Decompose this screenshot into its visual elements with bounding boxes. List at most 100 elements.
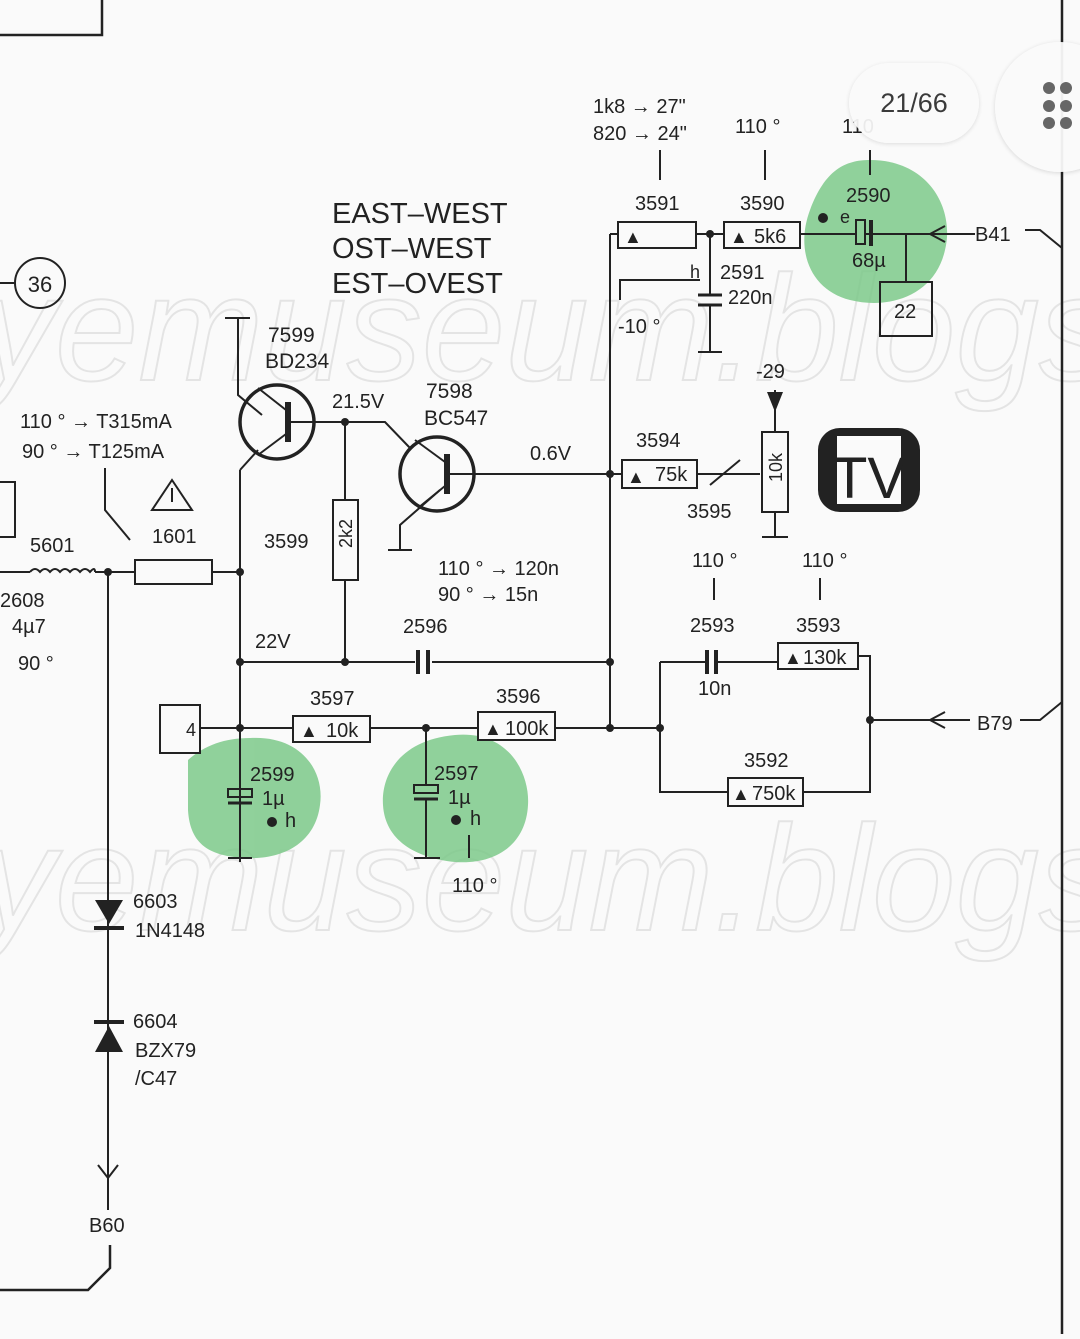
svg-text:2599: 2599 — [250, 764, 295, 786]
svg-text:OST–WEST: OST–WEST — [332, 233, 492, 265]
svg-text:B60: B60 — [89, 1215, 125, 1237]
coil-5601: 5601 — [29, 535, 96, 574]
resistor-3596: ▲ 100k 3596 — [477, 686, 556, 741]
connector-b60: B60 — [89, 1164, 125, 1237]
resistor-3594: ▲ 75k 3594 — [621, 430, 698, 489]
svg-text:68µ: 68µ — [852, 250, 886, 272]
svg-text:90 ° → 15n: 90 ° → 15n — [438, 584, 538, 606]
connector-b41: B41 — [929, 224, 1011, 246]
drag-handle-icon — [1043, 82, 1073, 132]
note-3593: 110 ° — [802, 550, 847, 572]
resistor-3597: ▲ 10k 3597 — [292, 688, 371, 743]
svg-text:TV: TV — [832, 446, 906, 511]
svg-text:EAST–WEST: EAST–WEST — [332, 198, 508, 230]
svg-text:75k: 75k — [655, 464, 688, 486]
circuit-title: EAST–WEST OST–WEST EST–OVEST — [332, 198, 508, 300]
svg-text:7598: 7598 — [426, 380, 473, 403]
top-notes: 1k8 → 27" 820 → 24" 110 ° 110 — [593, 96, 874, 145]
svg-text:2596: 2596 — [403, 616, 448, 638]
svg-text:▲: ▲ — [627, 467, 645, 487]
svg-text:3595: 3595 — [687, 501, 732, 523]
svg-text:1k8 → 27": 1k8 → 27" — [593, 96, 686, 118]
svg-text:10k: 10k — [326, 720, 359, 742]
svg-text:▲: ▲ — [730, 227, 748, 247]
svg-text:100k: 100k — [505, 718, 549, 740]
svg-text:820 → 24": 820 → 24" — [593, 123, 687, 145]
svg-text:h: h — [470, 808, 481, 830]
partial-box — [0, 481, 16, 538]
svg-text:3590: 3590 — [740, 193, 785, 215]
capacitor-2599: 2599 1µ h — [227, 764, 296, 832]
svg-text:3599: 3599 — [264, 531, 309, 553]
svg-text:110 °: 110 ° — [452, 875, 497, 897]
diode-6603: 6603 1N4148 — [94, 891, 205, 942]
svg-text:h: h — [285, 810, 296, 832]
svg-text:3593: 3593 — [796, 615, 841, 637]
svg-text:130k: 130k — [803, 647, 847, 669]
svg-text:3597: 3597 — [310, 688, 355, 710]
svg-text:▲: ▲ — [624, 227, 642, 247]
svg-text:7599: 7599 — [268, 324, 315, 347]
svg-text:3594: 3594 — [636, 430, 681, 452]
fast-scroll-handle[interactable] — [995, 42, 1080, 172]
svg-text:1µ: 1µ — [262, 788, 285, 810]
svg-text:6604: 6604 — [133, 1011, 178, 1033]
box-22: 22 — [879, 281, 933, 337]
capacitor-2590: 2590 68µ e — [818, 185, 891, 272]
svg-text:4µ7: 4µ7 — [12, 616, 46, 638]
svg-text:3592: 3592 — [744, 750, 789, 772]
capacitor-2591: 2591 220n h -10 ° — [618, 262, 773, 338]
svg-text:110 °: 110 ° — [735, 116, 780, 138]
voltage-22v: 22V — [255, 631, 291, 653]
svg-text:1601: 1601 — [152, 526, 197, 548]
warning-icon — [150, 478, 194, 511]
resistor-3591: ▲ 3591 — [617, 193, 697, 249]
svg-text:2590: 2590 — [846, 185, 891, 207]
svg-text:EST–OVEST: EST–OVEST — [332, 268, 503, 300]
capacitor-2593: 2593 10n — [690, 615, 735, 700]
connector-b79: B79 — [929, 711, 1013, 735]
resistor-3590: ▲ 5k6 3590 — [723, 193, 801, 249]
box-4: 4 — [159, 704, 201, 754]
svg-text:2591: 2591 — [720, 262, 765, 284]
page-counter[interactable]: 21/66 — [849, 63, 979, 143]
svg-text:2593: 2593 — [690, 615, 735, 637]
svg-text:10n: 10n — [698, 678, 731, 700]
svg-text:90 °: 90 ° — [18, 653, 54, 675]
svg-text:5k6: 5k6 — [754, 226, 786, 248]
watermark-line-2: yemuseum.blogspot.c — [0, 794, 1080, 962]
svg-text:220n: 220n — [728, 287, 773, 309]
highlights — [188, 160, 948, 863]
resistor-3599: 3599 2k2 — [264, 499, 359, 581]
svg-text:4: 4 — [186, 720, 196, 740]
transistor-7598: 7598 BC547 — [398, 380, 488, 513]
capacitor-2596: 2596 110 ° → 120n 90 ° → 15n — [403, 558, 559, 674]
svg-text:▲: ▲ — [784, 648, 802, 668]
resistor-3592: ▲ 750k 3592 — [727, 750, 804, 807]
svg-text:▲: ▲ — [300, 721, 318, 741]
potentiometer-3595: 10k 3595 — [687, 431, 789, 523]
svg-text:2608: 2608 — [0, 590, 45, 612]
svg-text:B79: B79 — [977, 713, 1013, 735]
svg-text:-10 °: -10 ° — [618, 316, 660, 338]
svg-text:1µ: 1µ — [448, 787, 471, 809]
voltage-minus-29: -29 — [756, 361, 785, 383]
svg-text:3596: 3596 — [496, 686, 541, 708]
fuse-1601: 1601 — [134, 526, 213, 585]
voltage-0-6v: 0.6V — [530, 443, 572, 465]
voltage-21-5v: 21.5V — [332, 391, 385, 413]
transistor-7599: 7599 BD234 — [238, 324, 330, 461]
tv-badge: TV — [818, 428, 920, 512]
svg-text:1N4148: 1N4148 — [135, 920, 205, 942]
capacitor-2608: 2608 4µ7 90 ° — [0, 590, 54, 675]
svg-text:6603: 6603 — [133, 891, 178, 913]
svg-text:B41: B41 — [975, 224, 1011, 246]
svg-text:BZX79: BZX79 — [135, 1040, 196, 1062]
svg-text:▲: ▲ — [484, 719, 502, 739]
svg-text:e: e — [840, 207, 850, 227]
highlight-c2599 — [188, 737, 321, 859]
resistor-3593: ▲ 130k 3593 — [777, 615, 859, 670]
svg-text:2k2: 2k2 — [336, 519, 356, 548]
